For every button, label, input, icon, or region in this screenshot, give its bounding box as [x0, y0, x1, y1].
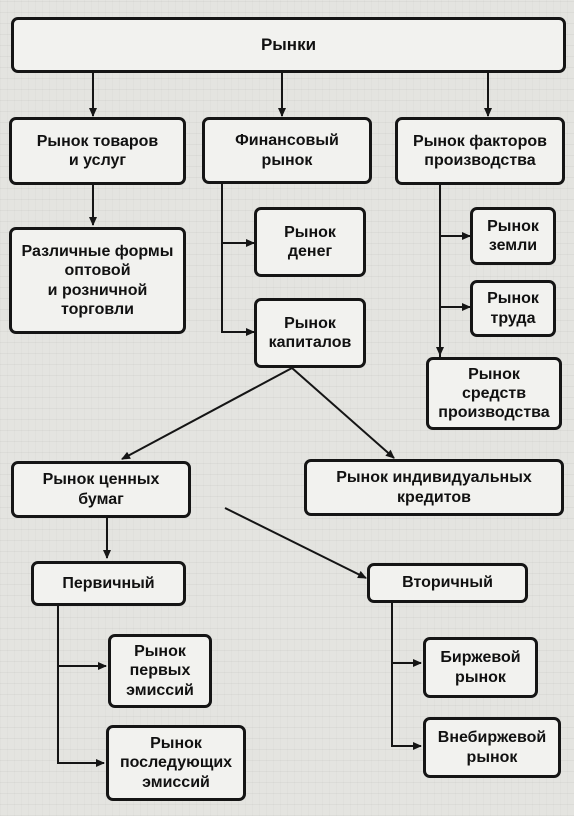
node-means-of-production-market: Рынок средств производства — [426, 357, 562, 430]
arrow-financial-money — [221, 182, 255, 247]
arrow-financial-capital — [221, 243, 255, 336]
node-labor-market: Рынок труда — [470, 280, 556, 337]
arrow-primary-first — [57, 605, 107, 670]
node-primary-market: Первичный — [31, 561, 186, 606]
node-first-issues-market: Рынок первых эмиссий — [108, 634, 212, 708]
node-markets: Рынки — [11, 17, 566, 73]
arrow-factors-labor — [439, 236, 471, 311]
node-trade-forms: Различные формы оптовой и розничной торг… — [9, 227, 186, 334]
node-money-market: Рынок денег — [254, 207, 366, 277]
arrow-secondary-exchange — [391, 601, 422, 667]
node-securities-market: Рынок ценных бумаг — [11, 461, 191, 518]
node-goods-services-market: Рынок товаров и услуг — [9, 117, 186, 185]
node-exchange-market: Биржевой рынок — [423, 637, 538, 698]
node-subsequent-issues-market: Рынок последующих эмиссий — [106, 725, 246, 801]
node-land-market: Рынок земли — [470, 207, 556, 265]
arrow-securities-secondary — [224, 507, 367, 579]
node-capital-market: Рынок капиталов — [254, 298, 366, 368]
node-individual-credit-market: Рынок индивидуальных кредитов — [304, 459, 564, 516]
node-secondary-market: Вторичный — [367, 563, 528, 603]
arrow-capital-securities — [121, 367, 293, 460]
arrow-secondary-otc — [391, 663, 422, 750]
arrow-factors-land — [439, 184, 471, 240]
arrow-capital-credits — [291, 367, 395, 459]
arrow-primary-subsequent — [57, 666, 105, 767]
node-financial-market: Финансовый рынок — [202, 117, 372, 184]
node-factors-market: Рынок факторов производства — [395, 117, 565, 185]
node-otc-market: Внебиржевой рынок — [423, 717, 561, 778]
